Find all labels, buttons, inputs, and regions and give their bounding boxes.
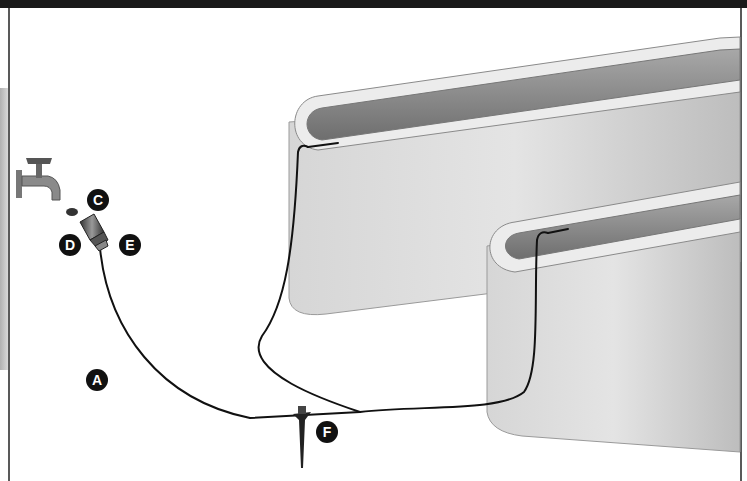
frame-line	[8, 8, 10, 481]
callout-letter: D	[59, 234, 81, 256]
side-panel	[0, 88, 8, 370]
top-bar	[0, 0, 747, 8]
callout-letter: E	[119, 234, 141, 256]
front-planter	[487, 182, 740, 452]
tubing	[100, 143, 568, 418]
faucet	[16, 158, 60, 200]
callout-letter: A	[86, 369, 108, 391]
callout-letter: C	[87, 189, 109, 211]
washer	[66, 208, 78, 216]
callout-letter: F	[316, 421, 338, 443]
adapter	[80, 214, 108, 251]
stake	[293, 406, 311, 468]
